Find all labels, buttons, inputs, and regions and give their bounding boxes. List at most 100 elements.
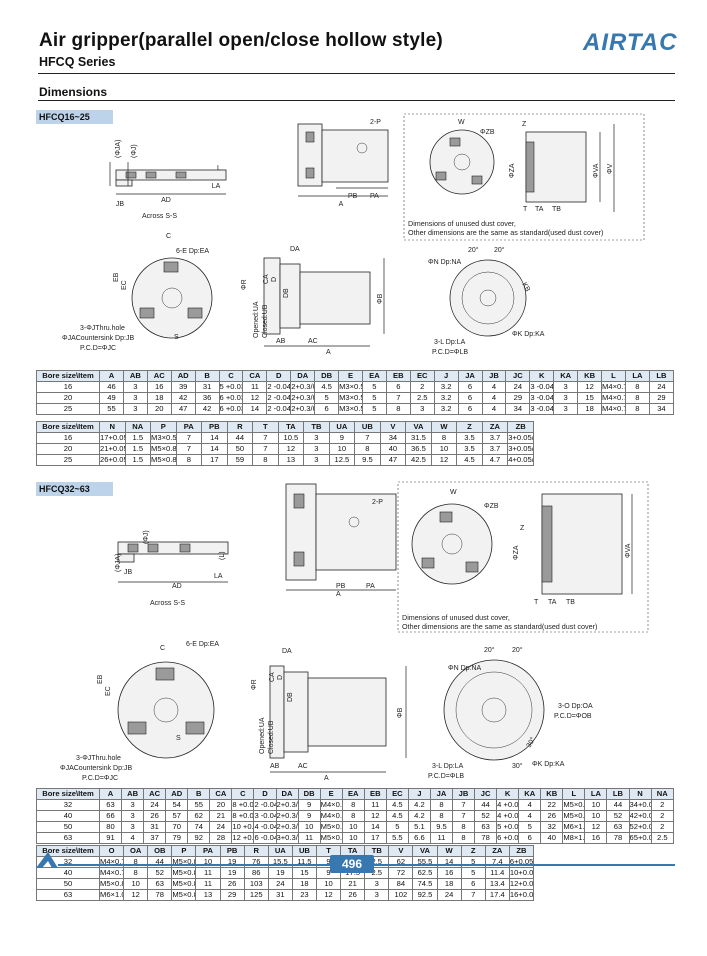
hfcq32-t1-table-cell: 31 [143, 821, 167, 833]
label-db-32: DB [287, 692, 294, 702]
label-ac-32: AC [298, 763, 308, 770]
hfcq16-t1-table-cell: M4×0.7 [601, 381, 626, 393]
hfcq32-t1-header-cell: EA [341, 788, 365, 800]
hfcq32-t2-table-cell: 63 [36, 889, 100, 901]
hfcq16-t1-table-cell: 3 -0.04/-0.01 [529, 381, 555, 393]
hfcq32-t1-table-cell: M6×1.0 [562, 821, 586, 833]
hfcq32-t1-header-cell: E [319, 788, 343, 800]
hfcq16-t1-header-cell: AB [122, 370, 148, 382]
hfcq16-t1-table-cell: 6 +0.03/+0.01 [218, 392, 244, 404]
hfcq16-t1-table-cell: 39 [170, 381, 196, 393]
label-w: W [458, 119, 465, 126]
hfcq16-t2-table-cell: 12 [430, 454, 458, 466]
label-20b-32: 20° [512, 646, 523, 654]
hfcq16-t2-table-cell: 3.5 [456, 443, 483, 455]
hfcq32-t2-table-cell: 40 [36, 867, 100, 879]
hfcq16-t2-table-cell: 21+0.05/0 [99, 443, 126, 455]
hfcq16-t1-table-cell: 4 [481, 392, 507, 404]
hfcq16-t2-table-cell: 10 [430, 443, 458, 455]
hfcq16-t2-table-cell: M5×0.8 [150, 454, 177, 466]
hfcq16-t2-table-cell: 8 [252, 454, 279, 466]
hfcq16-t1-header-cell: B [194, 370, 220, 382]
label-va-32: ΦVA [625, 543, 632, 558]
hfcq32-t2-table-cell: 12 [315, 889, 342, 901]
hfcq32-t2-table-cell: 19 [267, 867, 293, 879]
hfcq32-t1-table-cell: 3 -0.04/-0.10 [253, 810, 277, 822]
hfcq32-t2-table-cell: 50 [36, 878, 100, 890]
label-k-32: ΦK Dp:KA [532, 761, 565, 768]
hfcq32-t1-table-cell: 24 [209, 821, 233, 833]
hfcq16-t2-table-row: 2021+0.05/01.5M5×0.87145071231084036.510… [36, 443, 534, 455]
hfcq16-t1-table-cell: 2 -0.04/-0.10 [266, 392, 292, 404]
hfcq32-t1-table-cell: M4×0.7 [319, 810, 343, 822]
hfcq32-t2-table-cell: 15 [291, 867, 317, 879]
hfcq16-t2-table-cell: 34 [379, 432, 407, 444]
hfcq32-t2-table-cell: 18 [436, 878, 462, 890]
hfcq32-t1-table-cell: 12 [584, 821, 608, 833]
hfcq32-t1-header-cell: D [253, 788, 277, 800]
hfcq32-t1-table-cell: 4 [121, 832, 145, 844]
hfcq32-t2-header-cell: PA [195, 845, 221, 857]
hfcq32-t1-header-cell: AD [165, 788, 189, 800]
hfcq16-t1-header-cell: EC [409, 370, 435, 382]
hfcq16-t1-table-cell: 4 [481, 381, 507, 393]
hfcq32-t2-table-cell: 26 [219, 878, 245, 890]
label-20b: 20° [494, 246, 505, 254]
hfcq32-t1-table-cell: 4.2 [407, 810, 431, 822]
hfcq16-t1-table-cell: 20 [146, 403, 172, 415]
hfcq32-t1-table-cell: 4 +0.04/-0.01 [496, 810, 520, 822]
label-d: D [271, 277, 278, 282]
hfcq32-t1-table-cell: 5 +0.04/-0.01 [496, 821, 520, 833]
hfcq16-t2-table-cell: 3 [303, 432, 330, 444]
hfcq32-t1-table-cell: 6 [518, 832, 542, 844]
hfcq16-t2-table-cell: 9 [328, 432, 356, 444]
hfcq32-t1-table-cell: 44 [474, 799, 498, 811]
hfcq32-t1-table-cell: 10 [341, 821, 365, 833]
hfcq32-t1-table-cell: 2+0.3/0 [275, 799, 299, 811]
label-pb-32: PB [336, 583, 346, 590]
note-line2: Other dimensions are the same as standar… [408, 228, 603, 237]
hfcq16-t2-header-cell: ZA [481, 421, 509, 433]
hfcq32-band: HFCQ32~63 [36, 482, 113, 496]
hfcq16-t2-table-cell: 12 [277, 443, 305, 455]
label-r: ΦR [241, 279, 248, 290]
label-c-32: C [160, 645, 165, 652]
hfcq16-t2-table-cell: 7 [175, 443, 203, 455]
label-ab: AB [276, 338, 286, 345]
hfcq16-t1-table-cell: 2 [409, 381, 435, 393]
hfcq32-t1-header-cell: JB [451, 788, 476, 800]
hfcq16-t1-table-cell: 2+0.3/0 [290, 381, 316, 393]
hfcq32-t1-table-cell: 4 [518, 810, 542, 822]
hfcq32-t1-table-cell: 63 [98, 799, 123, 811]
label-pa: PA [370, 193, 379, 200]
label-eb-32: EB [97, 674, 104, 684]
hfcq32-t1-table-cell: 11 [429, 832, 454, 844]
hfcq32-t1-table-cell: 4.2 [407, 799, 431, 811]
hfcq32-t2-header-cell: OB [147, 845, 173, 857]
hfcq32-t1-table-cell: M5×0.8 [562, 799, 586, 811]
label-e-dp: 6-E Dp:EA [176, 248, 209, 255]
hfcq16-t2-table-cell: 36.5 [405, 443, 432, 455]
label-pco-32: P.C.D=ΦOB [554, 713, 592, 720]
hfcq16-t2-table-cell: 3.5 [456, 432, 483, 444]
hfcq32-t1-table-cell: 4.5 [385, 810, 409, 822]
label-ta: TA [535, 206, 544, 213]
label-closed: Closed:UB [262, 304, 269, 338]
hfcq32-t1-table-cell: 42+0.05/0 [628, 810, 652, 822]
hfcq16-t1-header-cell: JB [481, 370, 507, 382]
label-20a: 20° [468, 246, 479, 254]
hfcq16-t1-table-cell: 18 [146, 392, 172, 404]
hfcq32-t1-table-cell: 79 [165, 832, 189, 844]
hfcq32-t1-table-cell: 6 -0.04/-0.10 [253, 832, 277, 844]
hfcq16-t1-table-cell: 8 [385, 403, 411, 415]
label-pb: PB [348, 193, 358, 200]
hfcq16-t1-table-cell: 36 [194, 392, 220, 404]
hfcq32-t2-header-cell: Z [460, 845, 486, 857]
hfcq32-t1-table-cell: 8 [451, 832, 476, 844]
hfcq32-t2-header-cell: VA [412, 845, 438, 857]
label-ec-32: EC [105, 686, 112, 696]
hfcq16-t1-table-cell: 24 [505, 381, 531, 393]
hfcq32-t1-table-cell: 74 [187, 821, 211, 833]
